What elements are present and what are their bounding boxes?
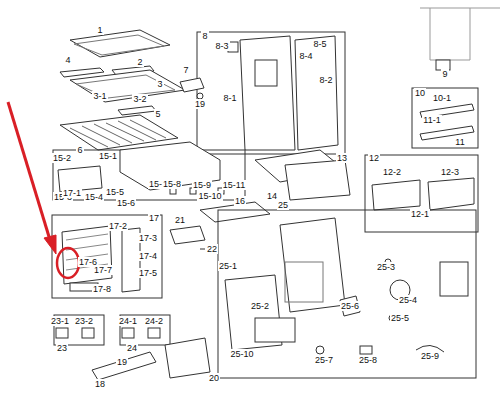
- callout-number: 4: [64, 55, 71, 65]
- callout-number: 12-2: [382, 167, 402, 177]
- callout-number: 18: [94, 379, 106, 389]
- callout-number: 16: [234, 196, 246, 206]
- callout-number: 25-10: [229, 349, 254, 359]
- callout-number: 8-3: [214, 41, 229, 51]
- callout-number: 15-6: [116, 198, 136, 208]
- callout-number: 25-6: [340, 301, 360, 311]
- callout-number: 8: [201, 31, 208, 41]
- callout-number: 15-11: [222, 180, 246, 190]
- callout-number: 25-5: [390, 313, 410, 323]
- callout-number: 8-1: [222, 93, 237, 103]
- callout-number: 17-7: [93, 265, 113, 275]
- callout-number: 25-8: [358, 355, 378, 365]
- callout-number: 23-2: [74, 316, 94, 326]
- callout-number: 7: [182, 65, 189, 75]
- callout-number: 23-1: [50, 316, 70, 326]
- callout-number: 25-4: [398, 295, 418, 305]
- callout-number: 8-2: [318, 75, 333, 85]
- callout-number: 5: [154, 109, 161, 119]
- callout-number: 25-3: [376, 262, 396, 272]
- callout-number: 20: [208, 373, 220, 383]
- callout-number: 13: [336, 153, 348, 163]
- callout-number: 15-2: [52, 153, 72, 163]
- callout-number: 15-1: [98, 151, 118, 161]
- callout-number: 10-1: [432, 93, 452, 103]
- callout-number: 15-8: [162, 179, 182, 189]
- callout-number: 9: [441, 69, 448, 79]
- callout-number: 23: [56, 343, 68, 353]
- callout-number: 25: [277, 200, 289, 210]
- callout-number: 11-1: [422, 115, 441, 125]
- callout-number: 24-1: [118, 316, 138, 326]
- callout-number: 17-3: [138, 233, 158, 243]
- callout-number: 21: [174, 215, 186, 225]
- callout-number: 17-8: [92, 284, 112, 294]
- callout-number: 17: [148, 213, 160, 223]
- callout-number: 25-1: [218, 261, 238, 271]
- callout-number: 3-2: [132, 94, 147, 104]
- callout-number: 1: [96, 25, 103, 35]
- callout-number: 17-5: [138, 268, 158, 278]
- callout-number: 19: [194, 99, 206, 109]
- callout-number: 22: [206, 244, 218, 254]
- callout-number: 2: [136, 57, 143, 67]
- callout-number: 17-1: [62, 188, 82, 198]
- callout-number: 24-2: [144, 316, 164, 326]
- callout-number: 17-2: [108, 221, 128, 231]
- callout-number: 15-4: [84, 192, 104, 202]
- callout-number: 25-9: [420, 351, 440, 361]
- callout-number: 15-9: [192, 180, 212, 190]
- callout-number: 25-7: [314, 355, 334, 365]
- callout-number: 12-3: [440, 167, 460, 177]
- callout-number: 12: [368, 153, 380, 163]
- callout-number: 11: [454, 137, 465, 147]
- callout-number: 15-10: [197, 191, 222, 201]
- callout-number: 3: [156, 79, 163, 89]
- callout-number: 8-4: [298, 51, 313, 61]
- callout-number: 25-2: [250, 301, 270, 311]
- callout-number: 24: [126, 343, 138, 353]
- callout-number: 15-5: [105, 187, 125, 197]
- callout-number: 17-4: [138, 251, 158, 261]
- callout-number: 3-1: [92, 91, 107, 101]
- callout-number: 6: [76, 145, 83, 155]
- callout-number: 10: [414, 88, 426, 98]
- callout-number: 19: [116, 357, 128, 367]
- callout-number: 8-5: [312, 39, 327, 49]
- callout-number: 12-1: [410, 209, 430, 219]
